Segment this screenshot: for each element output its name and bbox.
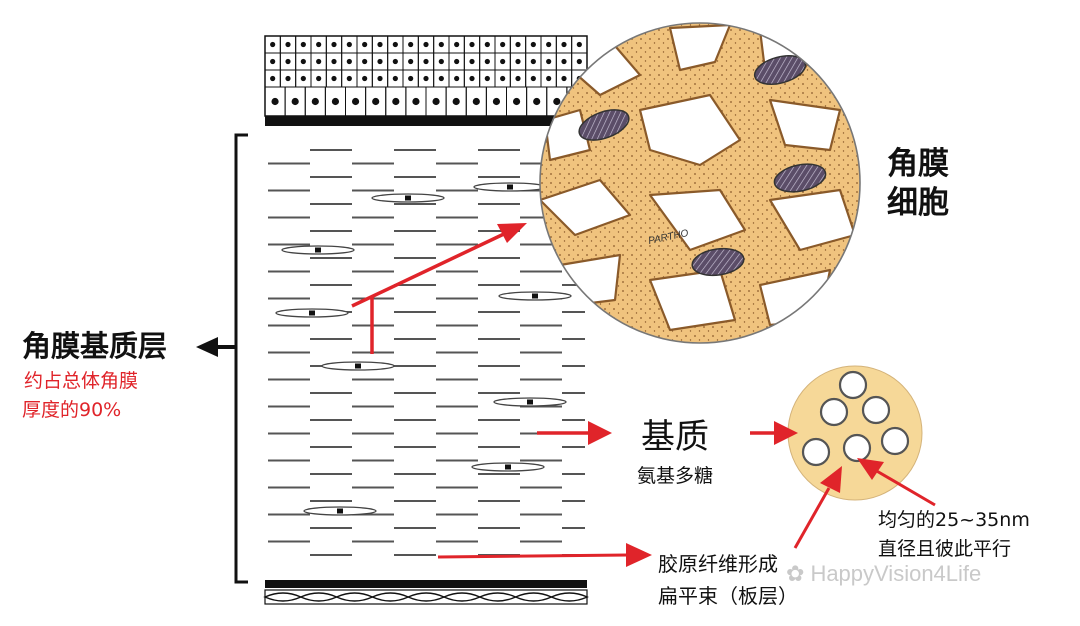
- diameter-label-line2: 直径且彼此平行: [878, 538, 1012, 560]
- stroma-subtitle-line1: 约占总体角膜: [24, 370, 139, 392]
- arrow-head-to-circle-icon: [497, 223, 527, 243]
- stroma-title: 角膜基质层: [22, 329, 168, 363]
- keratocyte-label-line2: 细胞: [887, 185, 949, 221]
- stroma-lamellae: [268, 149, 585, 556]
- fibril-label-line2: 扁平束（板层）: [658, 584, 798, 608]
- diameter-label-line1: 均匀的25~35nm: [878, 509, 1030, 531]
- arrow-line-to-circle: [351, 231, 507, 308]
- keratocyte-spindles: [275, 182, 572, 516]
- watermark-text: HappyVision4Life: [810, 561, 982, 586]
- arrow-head-to-disc-icon: [774, 421, 798, 445]
- annotation-arrows: [351, 223, 936, 567]
- collagen-fibril-cross-section: [787, 365, 923, 501]
- keratocyte-magnified-circle: [539, 22, 861, 344]
- bracket-arrow-icon: [196, 337, 218, 357]
- arrow-head-to-fibril-label-icon: [626, 543, 652, 567]
- matrix-sublabel: 氨基多糖: [637, 465, 714, 487]
- matrix-label: 基质: [641, 417, 709, 457]
- descemet-membrane: [265, 580, 587, 588]
- arrow-head-from-fibril-label-icon: [820, 466, 842, 493]
- arrow-head-to-matrix-icon: [588, 421, 612, 445]
- watermark: ✿HappyVision4Life: [786, 561, 981, 587]
- epithelium-layer: [264, 35, 588, 117]
- bowman-layer: [265, 116, 587, 126]
- fibril-label-line1: 胶原纤维形成: [658, 552, 778, 576]
- stroma-bracket: [234, 133, 248, 584]
- stroma-subtitle-line2: 厚度的90%: [22, 399, 122, 421]
- keratocyte-label-line1: 角膜: [887, 146, 949, 182]
- arrow-head-to-fibril-icon: [857, 458, 884, 480]
- keratocyte-nuclei: [578, 55, 827, 277]
- endothelium-layer: [263, 589, 589, 605]
- wechat-logo-icon: ✿: [786, 561, 805, 586]
